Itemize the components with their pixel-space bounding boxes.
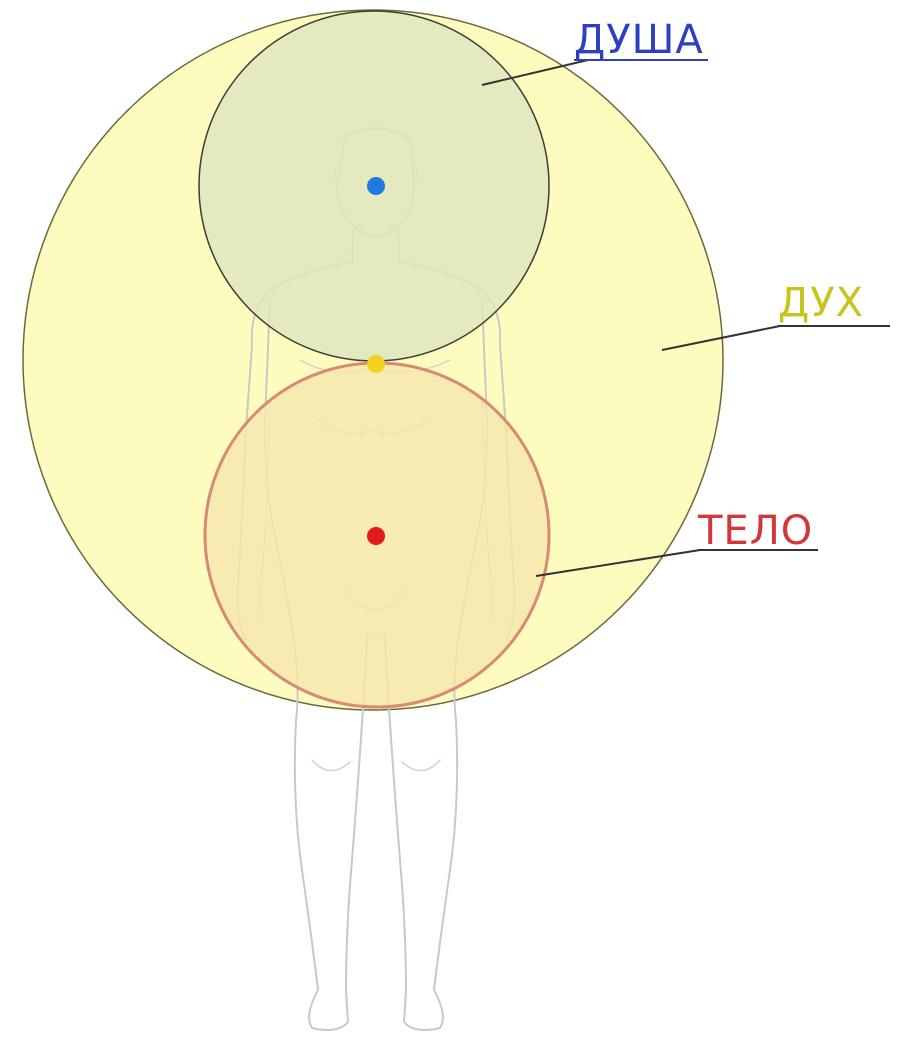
body-center-dot [367,527,385,545]
soul-center-dot [367,177,385,195]
heart-junction-dot [367,355,385,373]
spirit-label: ДУХ [778,280,864,326]
body-label: ТЕЛО [697,508,813,554]
soul-label: ДУША [574,17,704,63]
